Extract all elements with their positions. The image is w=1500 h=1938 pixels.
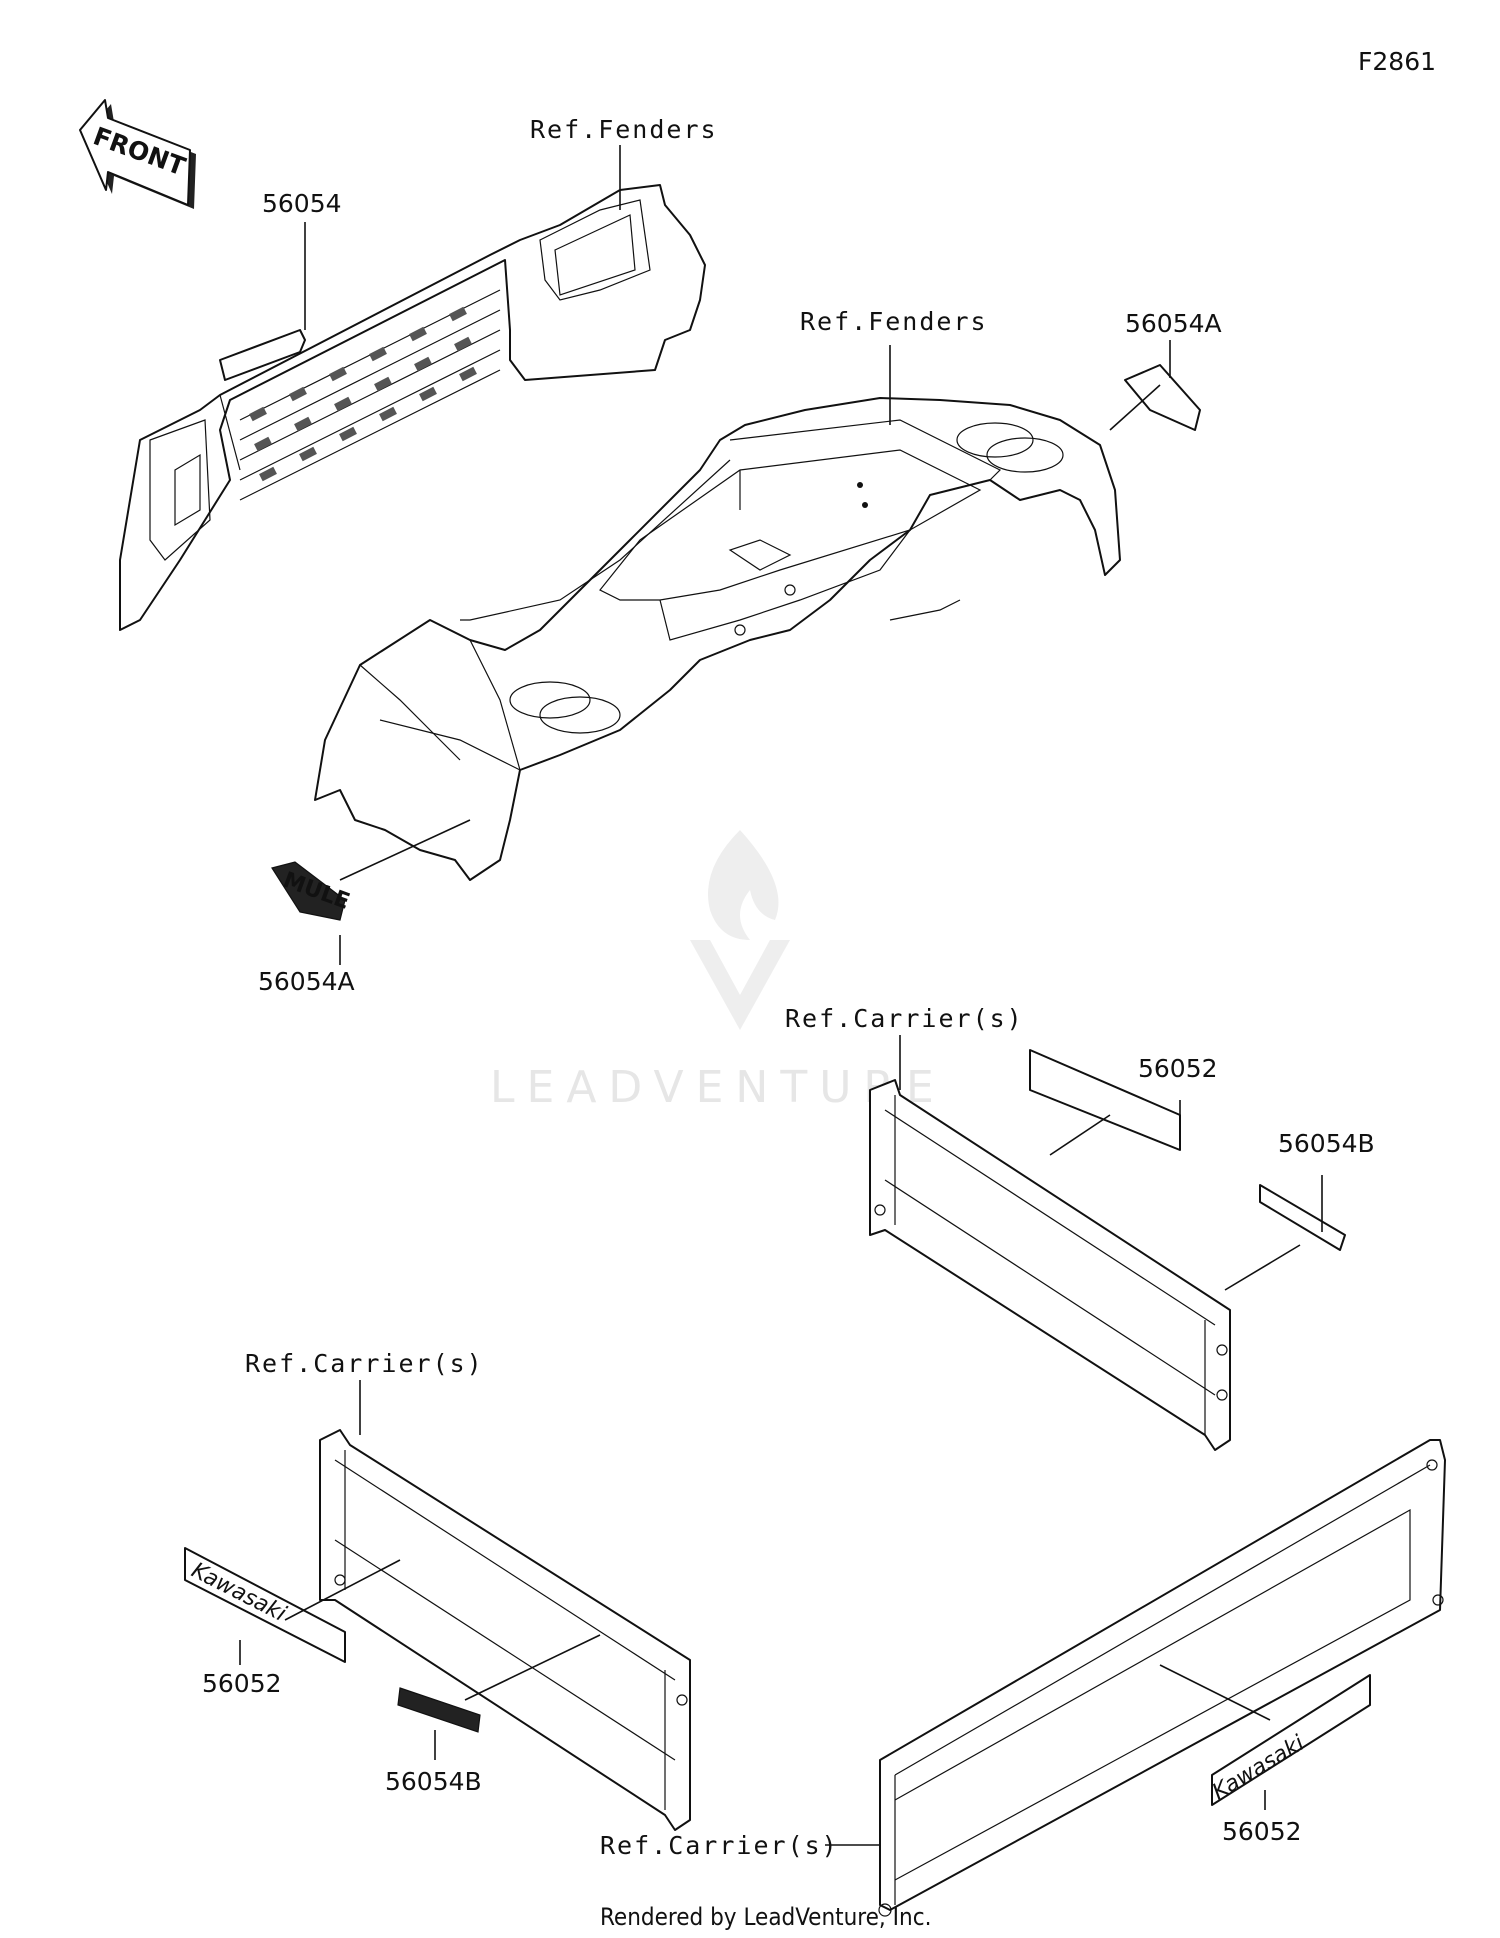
ref-fenders-top: Ref.Fenders [530, 115, 718, 144]
decal-mule: MULE [271, 861, 353, 921]
front-arrow-icon: FRONT [79, 99, 196, 209]
front-grille-assembly [119, 184, 706, 631]
part-56052-right: 56052 [1138, 1054, 1218, 1083]
decal-56054b-right [1259, 1184, 1346, 1251]
part-56054a-left: 56054A [258, 967, 355, 996]
ref-carrier-bottom: Ref.Carrier(s) [600, 1831, 839, 1860]
leader-lines [239, 145, 1323, 1846]
ref-carrier-left: Ref.Carrier(s) [245, 1349, 484, 1378]
part-56052-left: 56052 [202, 1669, 282, 1698]
decal-56054a-right [1124, 364, 1201, 431]
decal-56054b-left [397, 1687, 481, 1733]
part-56052-bottom: 56052 [1222, 1817, 1302, 1846]
part-56054b-left: 56054B [385, 1767, 482, 1796]
kawasaki-left-text: Kawasaki [187, 1558, 290, 1627]
part-56054a-right: 56054A [1125, 309, 1222, 338]
decal-56052-right [1029, 1049, 1181, 1151]
ref-fenders-mid: Ref.Fenders [800, 307, 988, 336]
decal-56054 [219, 329, 306, 381]
credit-text: Rendered by LeadVenture, Inc. [600, 1903, 931, 1931]
carrier-right-upper [869, 1079, 1231, 1451]
carrier-left [319, 1429, 691, 1831]
part-56054b-right: 56054B [1278, 1129, 1375, 1158]
figure-code: F2861 [1358, 47, 1436, 76]
carrier-bottom [878, 1439, 1446, 1917]
watermark: LEADVENTURE [490, 830, 946, 1113]
fender-body [314, 397, 1121, 881]
ref-carrier-right: Ref.Carrier(s) [785, 1004, 1024, 1033]
part-56054: 56054 [262, 189, 342, 218]
watermark-text: LEADVENTURE [490, 1062, 946, 1113]
